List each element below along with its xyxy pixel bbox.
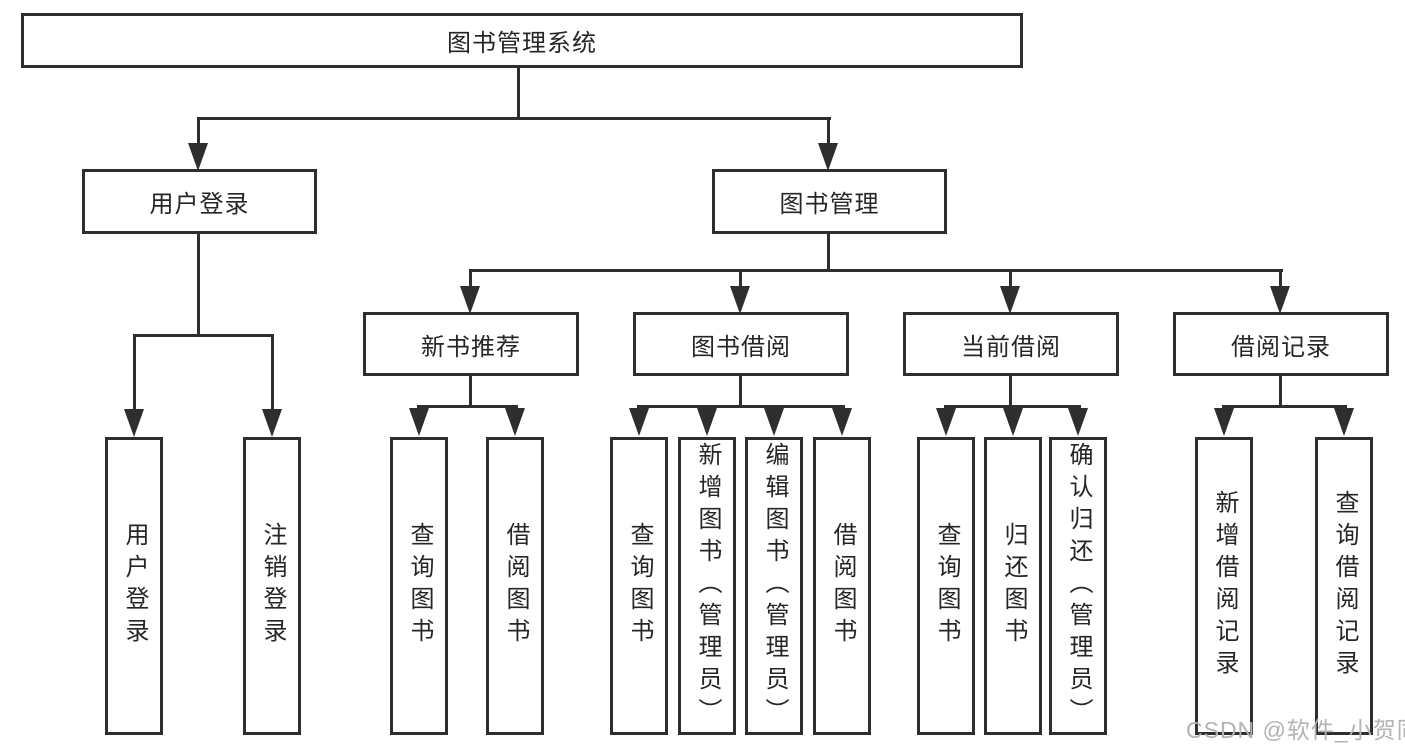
connector-group3-bar bbox=[944, 405, 1081, 408]
node-system-root: 图书管理系统 bbox=[21, 13, 1023, 68]
connector-group2-bar bbox=[637, 405, 845, 408]
leaf-add-book-admin-label: 新增图书（管理员） bbox=[694, 442, 721, 730]
leaf-recommend-borrow-book: 借阅图书 bbox=[486, 437, 544, 735]
node-new-book-recommend: 新书推荐 bbox=[363, 312, 579, 376]
leaf-query-borrow-record-label: 查询借阅记录 bbox=[1331, 490, 1358, 682]
leaf-user-login-label: 用户登录 bbox=[121, 522, 148, 650]
arrowhead-g3-leaf2-icon bbox=[1003, 408, 1023, 436]
leaf-add-borrow-record-label: 新增借阅记录 bbox=[1211, 490, 1238, 682]
arrowhead-group2-icon bbox=[730, 286, 750, 314]
arrowhead-g4-leaf1-icon bbox=[1214, 408, 1234, 436]
node-book-management: 图书管理 bbox=[712, 169, 947, 234]
connector-group1-drop bbox=[469, 269, 472, 288]
connector-group1-stem bbox=[469, 375, 472, 408]
arrowhead-g3-leaf3-icon bbox=[1068, 408, 1088, 436]
connector-login-leaf1-drop bbox=[133, 334, 136, 410]
node-new-book-recommend-label: 新书推荐 bbox=[421, 333, 521, 361]
leaf-logout-label: 注销登录 bbox=[259, 522, 286, 650]
connector-bookmgmt-drop bbox=[827, 117, 830, 146]
connector-root-stem bbox=[517, 66, 520, 119]
node-book-borrow: 图书借阅 bbox=[633, 312, 849, 376]
connector-bookmgmt-stem bbox=[827, 234, 830, 272]
leaf-borrow-query-book: 查询图书 bbox=[610, 437, 668, 735]
arrowhead-g1-leaf1-icon bbox=[409, 408, 429, 436]
leaf-confirm-return-admin: 确认归还（管理员） bbox=[1049, 437, 1107, 735]
connector-level2-bar bbox=[197, 117, 831, 120]
arrowhead-g4-leaf2-icon bbox=[1334, 408, 1354, 436]
arrowhead-g1-leaf2-icon bbox=[505, 408, 525, 436]
arrowhead-group4-icon bbox=[1270, 286, 1290, 314]
leaf-current-query-book-label: 查询图书 bbox=[933, 522, 960, 650]
node-user-login: 用户登录 bbox=[82, 169, 317, 234]
node-current-borrow: 当前借阅 bbox=[903, 312, 1119, 376]
connector-login-leaf2-drop bbox=[271, 334, 274, 410]
leaf-borrow-book-label: 借阅图书 bbox=[829, 522, 856, 650]
leaf-query-borrow-record: 查询借阅记录 bbox=[1315, 437, 1373, 735]
leaf-confirm-return-admin-label: 确认归还（管理员） bbox=[1065, 442, 1092, 730]
connector-group2-stem bbox=[739, 375, 742, 408]
node-user-login-label: 用户登录 bbox=[149, 191, 250, 218]
arrowhead-login-leaf1-icon bbox=[124, 409, 144, 437]
arrowhead-login-leaf2-icon bbox=[262, 409, 282, 437]
leaf-recommend-query-book-label: 查询图书 bbox=[406, 522, 433, 650]
arrowhead-group1-icon bbox=[460, 286, 480, 314]
connector-userlogin-stem bbox=[197, 234, 200, 337]
leaf-current-query-book: 查询图书 bbox=[917, 437, 975, 735]
leaf-borrow-book: 借阅图书 bbox=[813, 437, 871, 735]
leaf-add-book-admin: 新增图书（管理员） bbox=[678, 437, 736, 735]
connector-userlogin-drop bbox=[197, 117, 200, 146]
connector-group4-bar bbox=[1222, 405, 1347, 408]
arrowhead-group3-icon bbox=[1000, 286, 1020, 314]
node-book-management-label: 图书管理 bbox=[779, 191, 880, 218]
connector-level3-bar bbox=[469, 269, 1283, 272]
connector-userlogin-bar bbox=[133, 334, 274, 337]
arrowhead-g3-leaf1-icon bbox=[936, 408, 956, 436]
leaf-edit-book-admin-label: 编辑图书（管理员） bbox=[761, 442, 788, 730]
leaf-return-book: 归还图书 bbox=[984, 437, 1042, 735]
node-book-borrow-label: 图书借阅 bbox=[691, 333, 791, 361]
csdn-watermark: CSDN @软件_小贺同学 bbox=[1186, 717, 1405, 743]
leaf-edit-book-admin: 编辑图书（管理员） bbox=[745, 437, 803, 735]
node-borrow-record-label: 借阅记录 bbox=[1231, 333, 1331, 361]
leaf-borrow-query-book-label: 查询图书 bbox=[626, 522, 653, 650]
connector-group4-stem bbox=[1279, 375, 1282, 408]
leaf-logout: 注销登录 bbox=[243, 437, 301, 735]
arrowhead-g2-leaf3-icon bbox=[764, 408, 784, 436]
node-current-borrow-label: 当前借阅 bbox=[961, 333, 1061, 361]
arrowhead-bookmgmt-icon bbox=[818, 143, 838, 171]
leaf-add-borrow-record: 新增借阅记录 bbox=[1195, 437, 1253, 735]
connector-group3-stem bbox=[1009, 375, 1012, 408]
node-borrow-record: 借阅记录 bbox=[1173, 312, 1389, 376]
leaf-user-login: 用户登录 bbox=[105, 437, 163, 735]
arrowhead-userlogin-icon bbox=[188, 143, 208, 171]
arrowhead-g2-leaf1-icon bbox=[629, 408, 649, 436]
leaf-return-book-label: 归还图书 bbox=[1000, 522, 1027, 650]
leaf-recommend-query-book: 查询图书 bbox=[390, 437, 448, 735]
connector-group1-bar bbox=[417, 405, 518, 408]
node-system-root-label: 图书管理系统 bbox=[447, 30, 597, 57]
connector-group2-drop bbox=[739, 269, 742, 288]
arrowhead-g2-leaf2-icon bbox=[697, 408, 717, 436]
arrowhead-g2-leaf4-icon bbox=[832, 408, 852, 436]
connector-group3-drop bbox=[1009, 269, 1012, 288]
connector-group4-drop bbox=[1279, 269, 1282, 288]
leaf-recommend-borrow-book-label: 借阅图书 bbox=[502, 522, 529, 650]
